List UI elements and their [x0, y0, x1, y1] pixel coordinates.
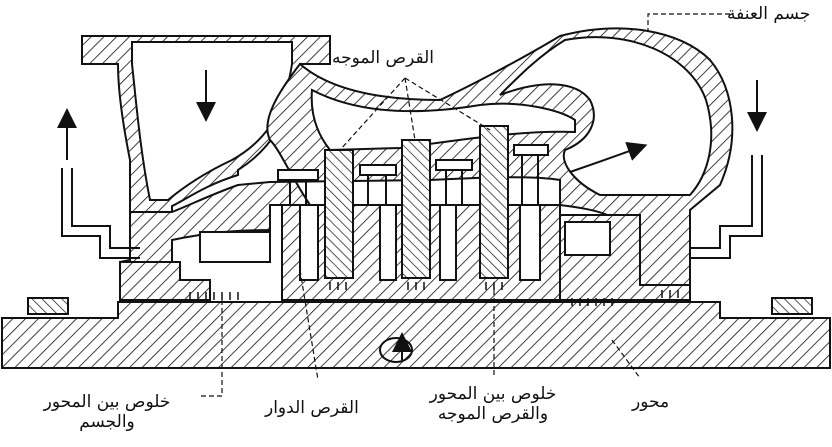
right-leakoff-pipe: [690, 155, 763, 259]
flow-arrows: [57, 70, 767, 360]
label-guide-disc-top: القرص الموجه: [332, 48, 434, 68]
label-shaft-body-gap: خلوص بين المحور والجسم: [14, 392, 200, 432]
seal-ticks: [189, 282, 679, 306]
label-rotor-disc: القرص الدوار: [265, 398, 359, 418]
label-shaft-body-gap-line2: والجسم: [79, 412, 135, 432]
left-seal-ring: [27, 297, 69, 315]
label-shaft-body-gap-line1: خلوص بين المحور: [43, 392, 171, 412]
left-lower-casing: [119, 231, 271, 301]
label-casing: جسم العنفة: [727, 4, 811, 24]
left-leakoff-pipe: [61, 168, 140, 259]
rotor-slots: [299, 204, 541, 281]
shaft: [1, 301, 831, 369]
guide-discs: [324, 125, 509, 279]
rotation-indicator: [379, 337, 413, 363]
label-shaft-guide-gap-line2: والقرص الموجه: [437, 404, 549, 424]
label-shaft-guide-gap: خلوص بين المحور والقرص الموجه: [398, 384, 588, 424]
label-shaft: محور: [632, 392, 670, 412]
label-shaft-guide-gap-line1: خلوص بين المحور: [429, 384, 557, 404]
leader-lines: [200, 13, 730, 397]
right-seal-ring: [771, 297, 813, 315]
rotor-blades: [277, 144, 549, 205]
